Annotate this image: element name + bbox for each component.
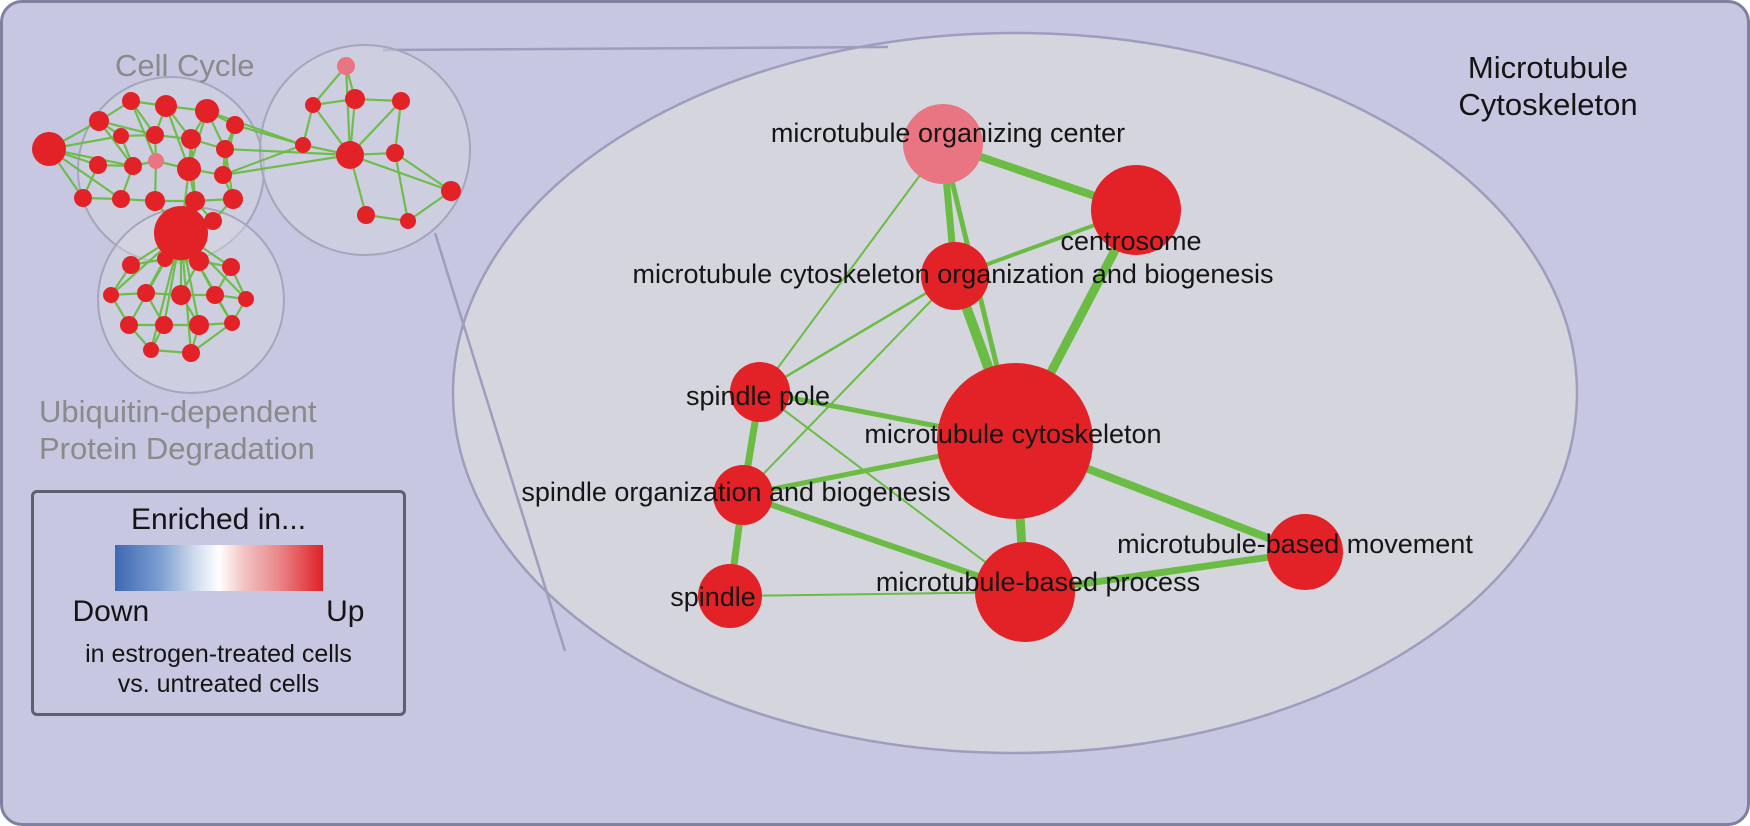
legend-caption: in estrogen-treated cells vs. untreated … [85, 639, 352, 699]
mini-edge [344, 65, 352, 156]
node-label-mt_movement: microtubule-based movement [1117, 529, 1473, 559]
mini-node [112, 190, 130, 208]
network-edge-moc-spindle_pole [759, 143, 944, 393]
microtubule-label-line2: Cytoskeleton [1458, 87, 1638, 122]
mini-node [223, 189, 243, 209]
network-edge-mcob-spindle_org [742, 275, 956, 496]
mini-node [154, 206, 208, 260]
mini-node [336, 141, 364, 169]
mini-node [143, 342, 159, 358]
mini-node [222, 258, 240, 276]
mini-node [216, 140, 234, 158]
legend-down-label: Down [72, 595, 150, 628]
mini-node [171, 285, 191, 305]
mini-node [145, 191, 165, 211]
mini-edge [222, 153, 351, 177]
mini-edge [129, 100, 158, 162]
legend-title: Enriched in... [130, 503, 307, 536]
mini-node [89, 156, 107, 174]
mini-node [206, 286, 224, 304]
node-label-moc: microtubule organizing center [771, 118, 1125, 148]
mini-node [238, 291, 254, 307]
mini-edge [349, 153, 452, 193]
mini-node [204, 212, 222, 230]
mini-node [146, 126, 164, 144]
mini-node [182, 344, 200, 362]
network-edge-mcob-spindle_pole [758, 274, 957, 394]
mini-node [122, 92, 140, 110]
mini-node [337, 57, 355, 75]
ubiquitin-label-line2: Protein Degradation [39, 431, 315, 466]
mini-node [89, 111, 109, 131]
mini-node [148, 153, 164, 169]
microtubule-label-line1: Microtubule [1467, 50, 1629, 85]
mini-node [122, 256, 140, 274]
node-label-spindle_pole: spindle pole [686, 381, 830, 411]
mini-node [74, 189, 92, 207]
ubiquitin-label-line1: Ubiquitin-dependent [39, 394, 317, 429]
legend-caption-line2: vs. untreated cells [117, 670, 320, 698]
mini-node [185, 191, 205, 211]
node-label-spindle: spindle [670, 582, 756, 612]
mini-edge [393, 152, 410, 222]
mini-node [386, 144, 404, 162]
mini-node [155, 316, 173, 334]
legend-box: Enriched in... Down Up in estrogen-treat… [31, 490, 406, 716]
mini-edge [394, 152, 452, 192]
cell-cycle-label: Cell Cycle [115, 48, 255, 83]
mini-node [155, 95, 177, 117]
node-label-centrosome: centrosome [1060, 226, 1201, 256]
mini-edge [224, 147, 351, 157]
mini-node [113, 128, 129, 144]
mini-node [357, 206, 375, 224]
mini-node [189, 315, 209, 335]
callout-line [382, 45, 889, 52]
legend-gradient-bar [114, 545, 323, 591]
mini-node [226, 116, 244, 134]
mini-node [345, 89, 365, 109]
mini-node [137, 284, 155, 302]
mini-node [214, 166, 232, 184]
microtubule-cytoskeleton-label: Microtubule Cytoskeleton [1423, 49, 1673, 123]
mini-node [120, 316, 138, 334]
mini-node [189, 251, 209, 271]
node-label-spindle_org: spindle organization and biogenesis [521, 477, 950, 507]
legend-caption-line1: in estrogen-treated cells [85, 640, 352, 668]
network-node-spindle_pole [730, 362, 790, 422]
mini-node [195, 99, 219, 123]
mini-node [177, 157, 201, 181]
network-node-mt_process [975, 542, 1075, 642]
callout-line [433, 232, 567, 652]
network-figure: microtubule organizing centercentrosomem… [32, 31, 1579, 755]
mini-node [305, 97, 321, 113]
mini-edge [222, 143, 304, 177]
ubiquitin-label: Ubiquitin-dependent Protein Degradation [39, 393, 317, 467]
node-label-mt_process: microtubule-based process [876, 567, 1200, 597]
node-label-mcob: microtubule cytoskeleton organization an… [633, 259, 1274, 289]
network-node-spindle_org [713, 465, 773, 525]
mini-node [32, 132, 66, 166]
network-node-spindle [698, 564, 762, 628]
network-node-mcob [921, 242, 989, 310]
mini-node [392, 92, 410, 110]
network-node-centrosome [1091, 165, 1181, 255]
node-label-mt_cyto: microtubule cytoskeleton [864, 419, 1161, 449]
mini-node [295, 137, 311, 153]
mini-node [181, 129, 201, 149]
mini-node [400, 213, 416, 229]
mini-node [124, 157, 142, 175]
legend-up-label: Up [326, 595, 365, 628]
mini-node [224, 315, 240, 331]
mini-node [157, 251, 173, 267]
network-node-mt_movement [1267, 514, 1343, 590]
mini-node [103, 287, 119, 303]
network-edge-spindle_pole-mt_process [759, 391, 1026, 593]
mini-node [441, 181, 461, 201]
network-node-moc [903, 104, 983, 184]
mini-edge [234, 123, 304, 147]
network-node-mt_cyto [937, 363, 1093, 519]
